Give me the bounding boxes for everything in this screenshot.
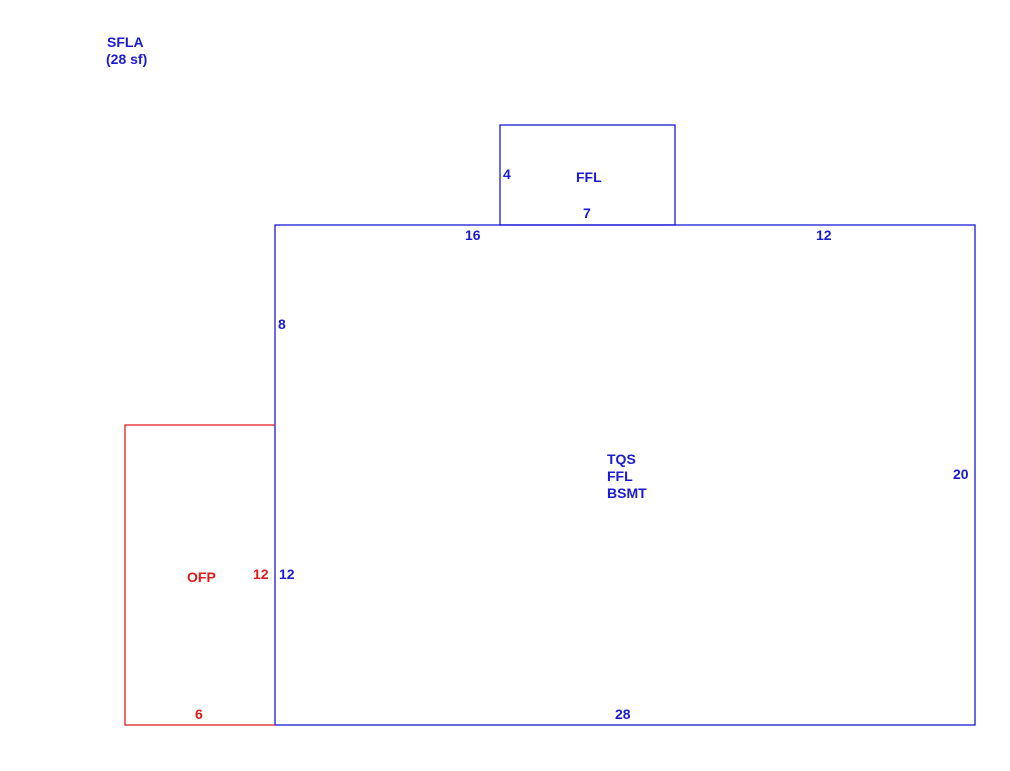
porch-outline — [124, 424, 275, 726]
upper-room-dim-bottom: 7 — [583, 205, 591, 221]
main-room-outline — [274, 224, 976, 726]
main-room-dim-top-right: 12 — [816, 227, 832, 243]
upper-room-dim-left: 4 — [503, 166, 511, 182]
porch-label: OFP — [187, 569, 216, 585]
main-room-dim-left-lower: 12 — [279, 566, 295, 582]
porch-dim-right: 12 — [253, 566, 269, 582]
main-room-dim-bottom: 28 — [615, 706, 631, 722]
main-room-label-1: TQS — [607, 451, 636, 467]
main-room-dim-left-upper: 8 — [278, 316, 286, 332]
porch-dim-bottom: 6 — [195, 706, 203, 722]
main-room-dim-right: 20 — [953, 466, 969, 482]
main-room-dim-top-left: 16 — [465, 227, 481, 243]
upper-room-label: FFL — [576, 169, 602, 185]
main-room-label-3: BSMT — [607, 485, 647, 501]
main-room-label-2: FFL — [607, 468, 633, 484]
area-value: (28 sf) — [106, 51, 147, 67]
area-label: SFLA — [107, 34, 144, 50]
